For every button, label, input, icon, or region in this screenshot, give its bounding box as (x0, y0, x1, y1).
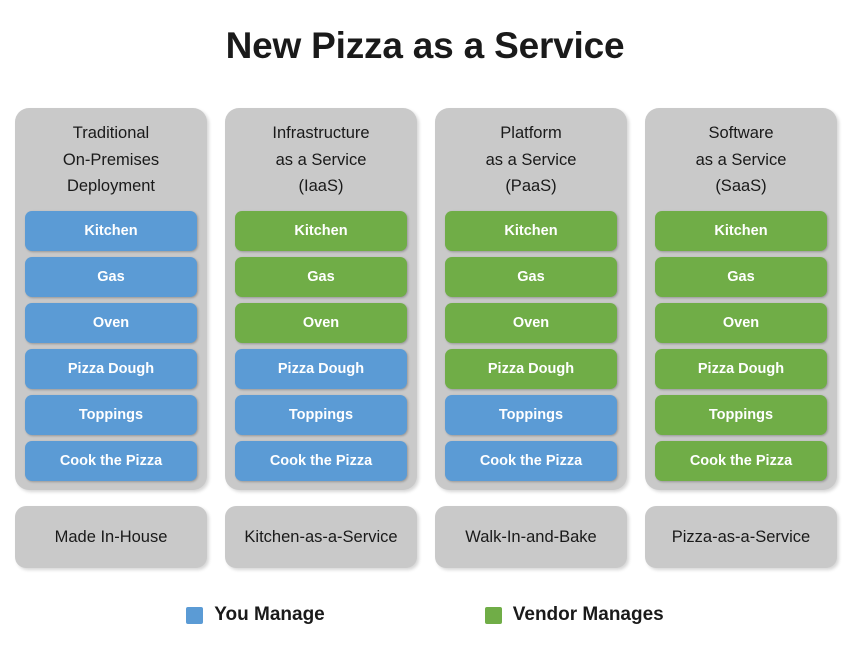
stack-row-toppings[interactable]: Toppings (25, 395, 197, 435)
column-heading: Infrastructure as a Service (IaaS) (235, 120, 407, 202)
stack-row-gas[interactable]: Gas (25, 257, 197, 297)
column-footer-label: Made In-House (15, 506, 207, 568)
stack-row-cook-the-pizza[interactable]: Cook the Pizza (655, 441, 827, 481)
stack-row-kitchen[interactable]: Kitchen (445, 211, 617, 251)
stack-rows: Kitchen Gas Oven Pizza Dough Toppings Co… (235, 211, 407, 481)
stack-row-toppings[interactable]: Toppings (235, 395, 407, 435)
stack-row-oven[interactable]: Oven (235, 303, 407, 343)
stack-row-cook-the-pizza[interactable]: Cook the Pizza (445, 441, 617, 481)
heading-line: On-Premises (62, 150, 160, 169)
stack-row-pizza-dough[interactable]: Pizza Dough (25, 349, 197, 389)
stack-rows: Kitchen Gas Oven Pizza Dough Toppings Co… (445, 211, 617, 481)
legend: You Manage Vendor Manages (0, 604, 850, 626)
legend-item-you-manage: You Manage (186, 604, 325, 626)
stack-card: Software as a Service (SaaS) Kitchen Gas… (645, 108, 837, 490)
heading-line: Deployment (66, 177, 156, 196)
heading-line: Platform (500, 124, 562, 142)
stack-card: Infrastructure as a Service (IaaS) Kitch… (225, 108, 417, 490)
stack-rows: Kitchen Gas Oven Pizza Dough Toppings Co… (655, 211, 827, 481)
legend-label: Vendor Manages (512, 604, 664, 625)
column-footer-label: Walk-In-and-Bake (435, 506, 627, 568)
stack-row-gas[interactable]: Gas (655, 257, 827, 297)
stack-row-kitchen[interactable]: Kitchen (655, 211, 827, 251)
column-footer-label: Pizza-as-a-Service (645, 506, 837, 568)
stack-row-pizza-dough[interactable]: Pizza Dough (655, 349, 827, 389)
legend-swatch-icon (484, 606, 502, 624)
stack-card: Traditional On-Premises Deployment Kitch… (15, 108, 207, 490)
stack-row-kitchen[interactable]: Kitchen (25, 211, 197, 251)
heading-line: Traditional (72, 124, 150, 142)
heading-line: as a Service (275, 150, 367, 169)
legend-swatch-icon (186, 606, 204, 624)
heading-line: (SaaS) (715, 177, 767, 196)
column-heading: Software as a Service (SaaS) (655, 120, 827, 202)
heading-line: Infrastructure (272, 124, 370, 142)
service-column-iaas: Infrastructure as a Service (IaaS) Kitch… (225, 108, 417, 568)
column-footer-label: Kitchen-as-a-Service (225, 506, 417, 568)
service-model-columns: Traditional On-Premises Deployment Kitch… (15, 108, 837, 568)
stack-row-pizza-dough[interactable]: Pizza Dough (235, 349, 407, 389)
heading-line: Software (708, 124, 774, 142)
stack-rows: Kitchen Gas Oven Pizza Dough Toppings Co… (25, 211, 197, 481)
column-heading: Platform as a Service (PaaS) (445, 120, 617, 202)
column-heading: Traditional On-Premises Deployment (25, 120, 197, 202)
stack-row-toppings[interactable]: Toppings (445, 395, 617, 435)
legend-label: You Manage (214, 604, 325, 625)
stack-row-oven[interactable]: Oven (25, 303, 197, 343)
stack-row-gas[interactable]: Gas (235, 257, 407, 297)
page-title: New Pizza as a Service (225, 25, 625, 66)
service-column-traditional: Traditional On-Premises Deployment Kitch… (15, 108, 207, 568)
stack-row-oven[interactable]: Oven (655, 303, 827, 343)
heading-line: (PaaS) (505, 177, 557, 196)
stack-row-toppings[interactable]: Toppings (655, 395, 827, 435)
heading-line: (IaaS) (298, 177, 344, 196)
service-column-paas: Platform as a Service (PaaS) Kitchen Gas… (435, 108, 627, 568)
stack-row-kitchen[interactable]: Kitchen (235, 211, 407, 251)
heading-line: as a Service (695, 150, 787, 169)
heading-line: as a Service (485, 150, 577, 169)
stack-row-oven[interactable]: Oven (445, 303, 617, 343)
stack-card: Platform as a Service (PaaS) Kitchen Gas… (435, 108, 627, 490)
service-column-saas: Software as a Service (SaaS) Kitchen Gas… (645, 108, 837, 568)
stack-row-cook-the-pizza[interactable]: Cook the Pizza (25, 441, 197, 481)
stack-row-cook-the-pizza[interactable]: Cook the Pizza (235, 441, 407, 481)
stack-row-gas[interactable]: Gas (445, 257, 617, 297)
legend-item-vendor-manages: Vendor Manages (484, 604, 664, 626)
stack-row-pizza-dough[interactable]: Pizza Dough (445, 349, 617, 389)
